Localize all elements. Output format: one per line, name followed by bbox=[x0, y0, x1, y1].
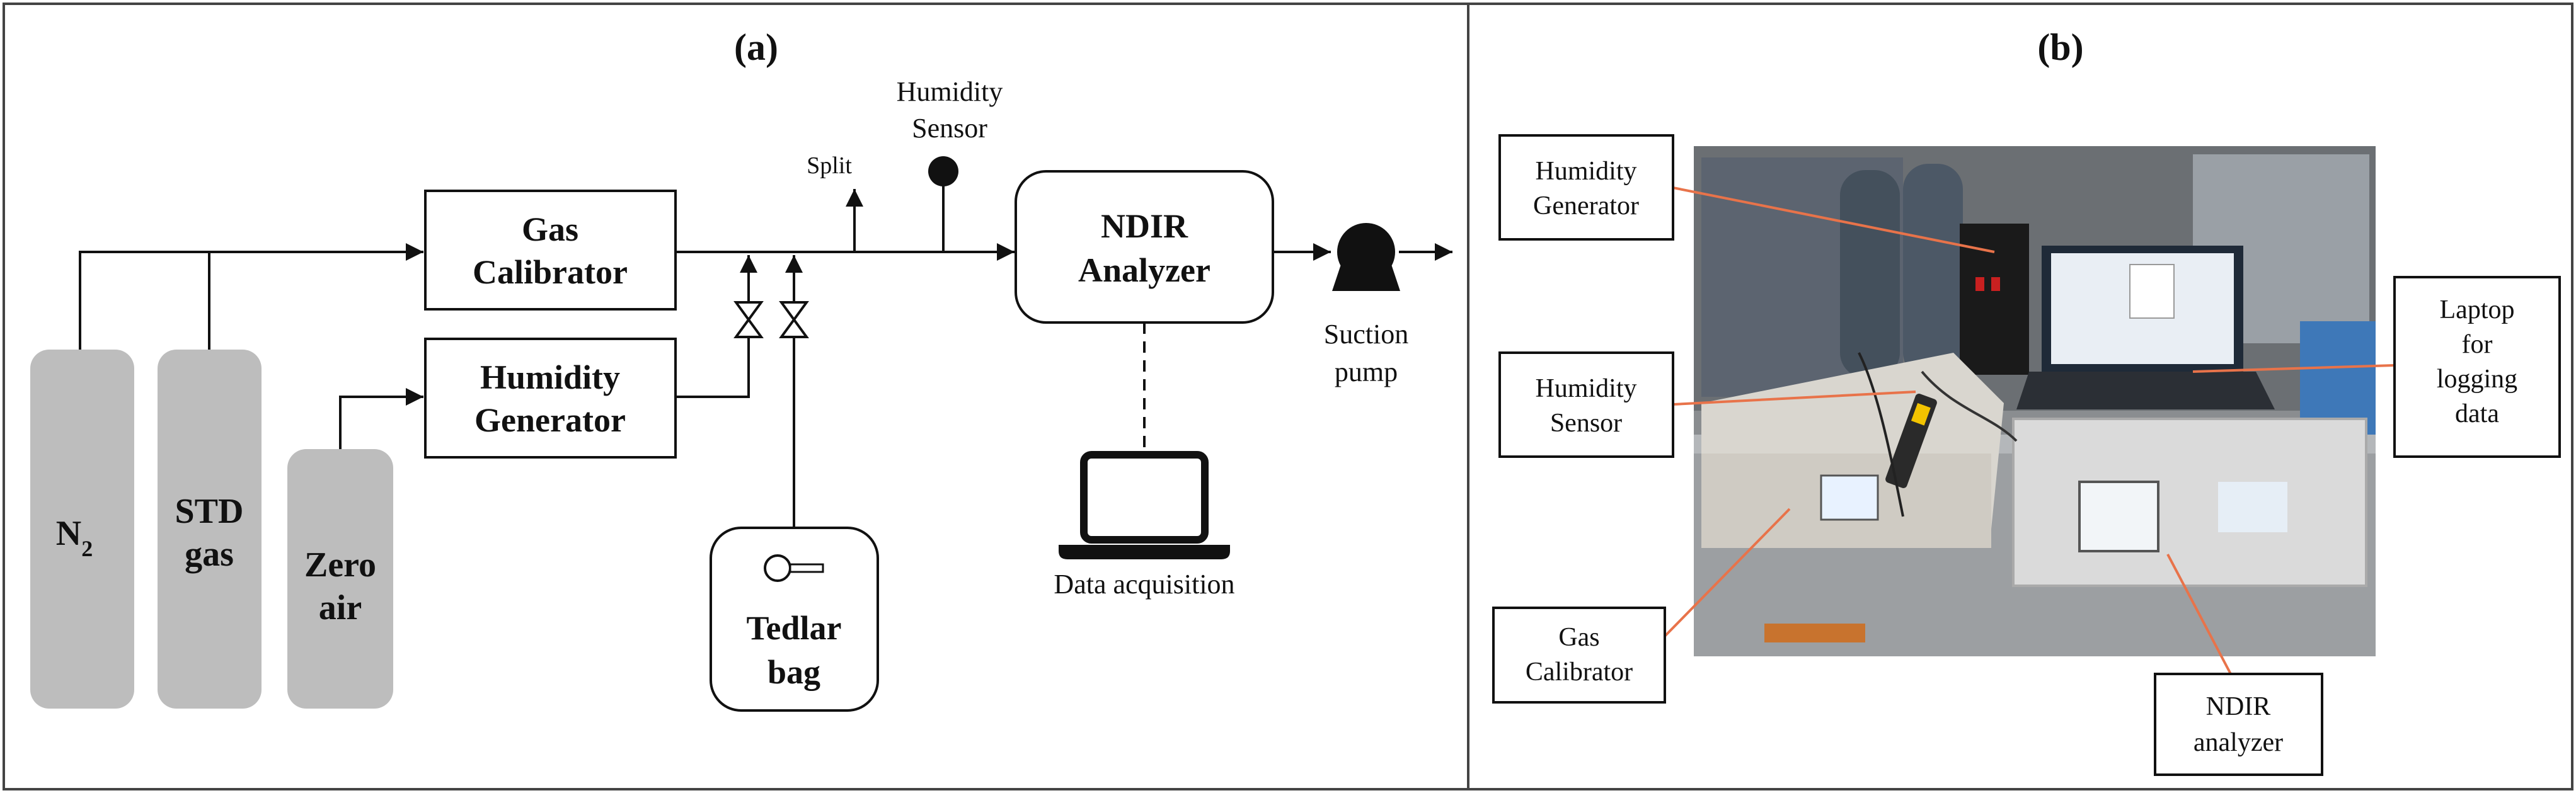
panel-b: (b) bbox=[1492, 26, 2561, 776]
split-label: Split bbox=[807, 152, 852, 179]
tedlar-bag-label-1: Tedlar bbox=[746, 609, 841, 647]
callout-humidity-sensor-label-1: Humidity bbox=[1535, 374, 1636, 403]
callout-laptop-label-2: for bbox=[2462, 330, 2493, 359]
humidity-sensor-label-2: Sensor bbox=[912, 113, 987, 144]
valve-tedlar bbox=[779, 301, 809, 338]
callout-laptop-label-1: Laptop bbox=[2440, 295, 2515, 324]
cylinder-n2-label: N2 bbox=[56, 514, 93, 561]
callout-lines bbox=[1664, 186, 2395, 675]
valve-humidity bbox=[733, 301, 764, 338]
callout-ndir-analyzer: NDIR analyzer bbox=[2154, 673, 2323, 776]
cylinder-std-gas-label-2: gas bbox=[185, 535, 234, 574]
callout-ndir-label-2: analyzer bbox=[2194, 728, 2283, 757]
humidity-sensor-dot bbox=[928, 156, 958, 186]
callout-humidity-sensor-label-2: Sensor bbox=[1550, 409, 1622, 438]
laptop-icon bbox=[1059, 451, 1230, 559]
cylinder-zero-air: Zero air bbox=[287, 449, 393, 709]
humidity-generator-label-2: Generator bbox=[474, 401, 626, 439]
tedlar-bag: Tedlar bag bbox=[710, 527, 879, 712]
cylinder-zero-air-label-2: air bbox=[319, 588, 362, 627]
main-gas-line bbox=[676, 180, 1015, 529]
panel-a-title: (a) bbox=[734, 26, 778, 68]
humidity-sensor-label-1: Humidity bbox=[897, 76, 1003, 107]
panel-b-title: (b) bbox=[2037, 26, 2083, 68]
humidity-generator-label-1: Humidity bbox=[480, 358, 620, 396]
lab-photo bbox=[1694, 146, 2376, 656]
suction-pump-label-1: Suction bbox=[1324, 319, 1408, 350]
callout-laptop-label-3: logging bbox=[2437, 365, 2517, 394]
suction-pump-icon bbox=[1332, 223, 1400, 291]
callout-humidity-generator-label-2: Generator bbox=[1533, 191, 1639, 220]
gas-calibrator-label-1: Gas bbox=[522, 210, 578, 248]
ndir-analyzer-label-2: Analyzer bbox=[1078, 251, 1210, 289]
ndir-analyzer-label-1: NDIR bbox=[1101, 207, 1188, 245]
callout-ndir-label-1: NDIR bbox=[2206, 692, 2271, 721]
cylinder-std-gas-label-1: STD bbox=[175, 492, 244, 531]
callout-humidity-generator: Humidity Generator bbox=[1498, 134, 1674, 241]
callout-gas-calibrator-label-1: Gas bbox=[1558, 623, 1599, 652]
cylinder-std-gas: STD gas bbox=[158, 350, 262, 709]
gas-calibrator-box: Gas Calibrator bbox=[424, 190, 677, 311]
figure-frame bbox=[3, 3, 2573, 790]
suction-pump-label-2: pump bbox=[1335, 357, 1398, 387]
callout-humidity-generator-label-1: Humidity bbox=[1535, 157, 1636, 186]
callout-gas-calibrator-label-2: Calibrator bbox=[1526, 658, 1633, 687]
supply-lines bbox=[79, 243, 423, 449]
panel-a: (a) N2 STD gas Zero air Gas Calibrator bbox=[30, 26, 1452, 712]
gas-calibrator-label-2: Calibrator bbox=[473, 253, 628, 291]
callout-gas-calibrator: Gas Calibrator bbox=[1492, 607, 1666, 704]
humidity-generator-box: Humidity Generator bbox=[424, 338, 677, 459]
callout-humidity-sensor: Humidity Sensor bbox=[1498, 351, 1674, 458]
cylinder-zero-air-label-1: Zero bbox=[304, 545, 376, 585]
data-acquisition-label: Data acquisition bbox=[1054, 569, 1234, 600]
callout-laptop: Laptop for logging data bbox=[2393, 276, 2561, 458]
cylinder-n2: N2 bbox=[30, 350, 134, 709]
ndir-analyzer-box: NDIR Analyzer bbox=[1015, 170, 1274, 324]
tedlar-bag-label-2: bag bbox=[768, 653, 820, 691]
callout-laptop-label-4: data bbox=[2455, 399, 2499, 428]
